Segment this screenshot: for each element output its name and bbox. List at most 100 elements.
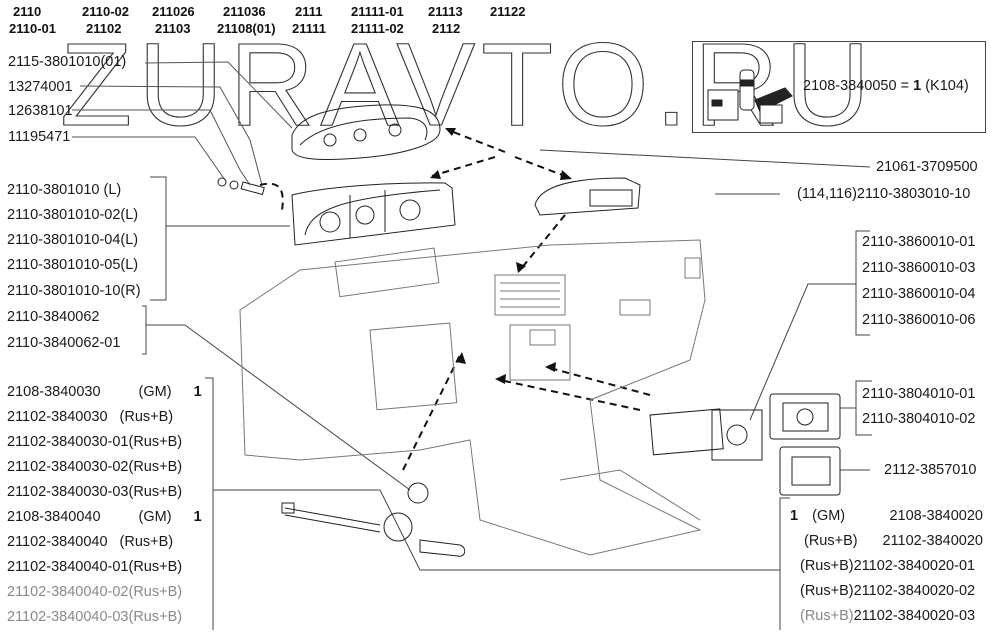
part-label[interactable]: 2110-3804010-01 (862, 386, 976, 402)
key-row[interactable]: (Rus+B) 21102-3840020 (790, 533, 983, 550)
part-label[interactable]: 2110-3860010-01 (862, 234, 976, 250)
bracket-cluster (142, 176, 780, 630)
dashed-arrows (259, 129, 651, 471)
part-note: (Rus+B) (119, 534, 174, 550)
part-qty: 1 (913, 78, 922, 94)
part-number: 2108-3840020 (889, 508, 983, 524)
model: 21122 (490, 4, 526, 19)
part-label[interactable]: 13274001 (8, 79, 73, 95)
equals-sign: = (900, 78, 910, 94)
model: 2110-02 (82, 4, 129, 19)
part-qty: 1 (790, 508, 799, 524)
part-note: (Rus+B) (128, 459, 183, 475)
part-label[interactable]: 2110-3860010-03 (862, 260, 976, 276)
part-note: (GM) (138, 384, 172, 400)
repair-kit-label[interactable]: 2108-3840050 = 1 (K104) (803, 78, 969, 95)
model: 2110 (13, 4, 42, 19)
part-number: 21102-3840040-02 (7, 584, 129, 600)
model: 21113 (428, 4, 463, 19)
model: 21103 (155, 21, 191, 36)
leader-lines-top (72, 61, 293, 186)
lock-row[interactable]: 21102-3840030-02(Rus+B) (7, 459, 182, 476)
part-number: 2108-3840050 (803, 78, 897, 94)
part-note: (Rus+B) (128, 584, 183, 600)
key-row[interactable]: (Rus+B)21102-3840020-01 (800, 558, 975, 575)
part-label[interactable]: 2110-3801010-05(L) (7, 257, 139, 273)
part-note: (GM) (138, 509, 172, 525)
lock-row[interactable]: 2108-3840040 (GM) 1 (7, 509, 202, 526)
lock-row[interactable]: 2108-3840030 (GM) 1 (7, 384, 202, 401)
part-note: (Rus+B) (128, 559, 183, 575)
lock-row[interactable]: 21102-3840030 (Rus+B) (7, 409, 173, 426)
part-number: 21102-3840040-01 (7, 559, 129, 575)
model: 21102 (86, 21, 122, 36)
part-label[interactable]: 2110-3801010-10(R) (7, 283, 141, 299)
part-note: (Rus+B) (119, 409, 174, 425)
part-note: (K104) (925, 78, 969, 94)
part-label[interactable]: 2110-3801010-02(L) (7, 207, 139, 223)
part-label[interactable]: 2110-3801010 (L) (7, 182, 122, 198)
part-qty: 1 (193, 509, 202, 525)
part-note: (Rus+B) (800, 558, 854, 574)
model: 2111 (295, 4, 323, 19)
part-number: 21102-3840030-01 (7, 434, 129, 450)
model: 21111-02 (351, 21, 404, 36)
key-row[interactable]: (Rus+B)21102-3840020-02 (800, 583, 975, 600)
instrument-cluster-upper (291, 104, 441, 160)
clock-unit (769, 393, 841, 440)
instrument-cluster-lower (291, 182, 456, 246)
watermark-text: ZURAVTO.RU (60, 19, 876, 151)
dashboard (239, 239, 706, 556)
part-number: 21102-3840020-01 (853, 558, 976, 574)
trip-computer-unit (649, 408, 763, 461)
lock-row[interactable]: 21102-3840030-03(Rus+B) (7, 484, 182, 501)
model: 21111-01 (351, 4, 404, 19)
part-note: (GM) (812, 508, 846, 524)
key-row[interactable]: (Rus+B)21102-3840020-03 (800, 608, 975, 625)
part-number: 21102-3840030 (7, 409, 108, 425)
lock-row[interactable]: 21102-3840040-01(Rus+B) (7, 559, 182, 576)
part-qty: 1 (193, 384, 202, 400)
part-number: 21102-3840040-03 (7, 609, 129, 625)
part-note: (Rus+B) (128, 434, 183, 450)
lock-row[interactable]: 21102-3840040-02(Rus+B) (7, 584, 182, 601)
part-number: 21102-3840030-03 (7, 484, 129, 500)
ignition-lock (281, 482, 429, 542)
lock-row[interactable]: 21102-3840030-01(Rus+B) (7, 434, 182, 451)
part-label[interactable]: 2115-3801010(01) (8, 54, 127, 70)
model: 211026 (152, 4, 195, 19)
part-label[interactable]: 2110-3860010-04 (862, 286, 976, 302)
part-note: (Rus+B) (800, 608, 854, 624)
model: 21111 (292, 21, 326, 36)
part-number: 2108-3840040 (7, 509, 101, 525)
part-label[interactable]: 2110-3801010-04(L) (7, 232, 139, 248)
part-number: 21102-3840020 (882, 533, 983, 549)
part-label[interactable]: 2110-3804010-02 (862, 411, 976, 427)
part-label[interactable]: 2110-3860010-06 (862, 312, 976, 328)
lock-row[interactable]: 21102-3840040 (Rus+B) (7, 534, 173, 551)
lock-row[interactable]: 21102-3840040-03(Rus+B) (7, 609, 182, 626)
display-housing (534, 177, 641, 216)
arrow-heads (430, 128, 572, 384)
part-label[interactable]: 11195471 (8, 129, 71, 145)
ignition-key (419, 539, 466, 557)
part-number: 21102-3840040 (7, 534, 108, 550)
lamp-label[interactable]: 21061-3709500 (876, 159, 978, 175)
part-number: 2108-3840030 (7, 384, 101, 400)
model: 211036 (223, 4, 266, 19)
part-note: (Rus+B) (128, 609, 183, 625)
part-label[interactable]: 2110-3840062 (7, 309, 100, 325)
part-label[interactable]: 12638101 (8, 103, 73, 119)
part-number: 21102-3840020-02 (853, 583, 976, 599)
part-note: (Rus+B) (128, 484, 183, 500)
part-number: 21102-3840020-03 (853, 608, 976, 624)
indicator-label[interactable]: 2112-3857010 (884, 462, 977, 478)
display-label[interactable]: (114,116)2110-3803010-10 (797, 186, 971, 202)
part-note: (Rus+B) (804, 533, 858, 549)
indicator-unit (779, 446, 841, 496)
part-number: 21102-3840030-02 (7, 459, 129, 475)
part-label[interactable]: 2110-3840062-01 (7, 335, 121, 351)
key-row[interactable]: 1 (GM) 2108-3840020 (790, 508, 983, 525)
